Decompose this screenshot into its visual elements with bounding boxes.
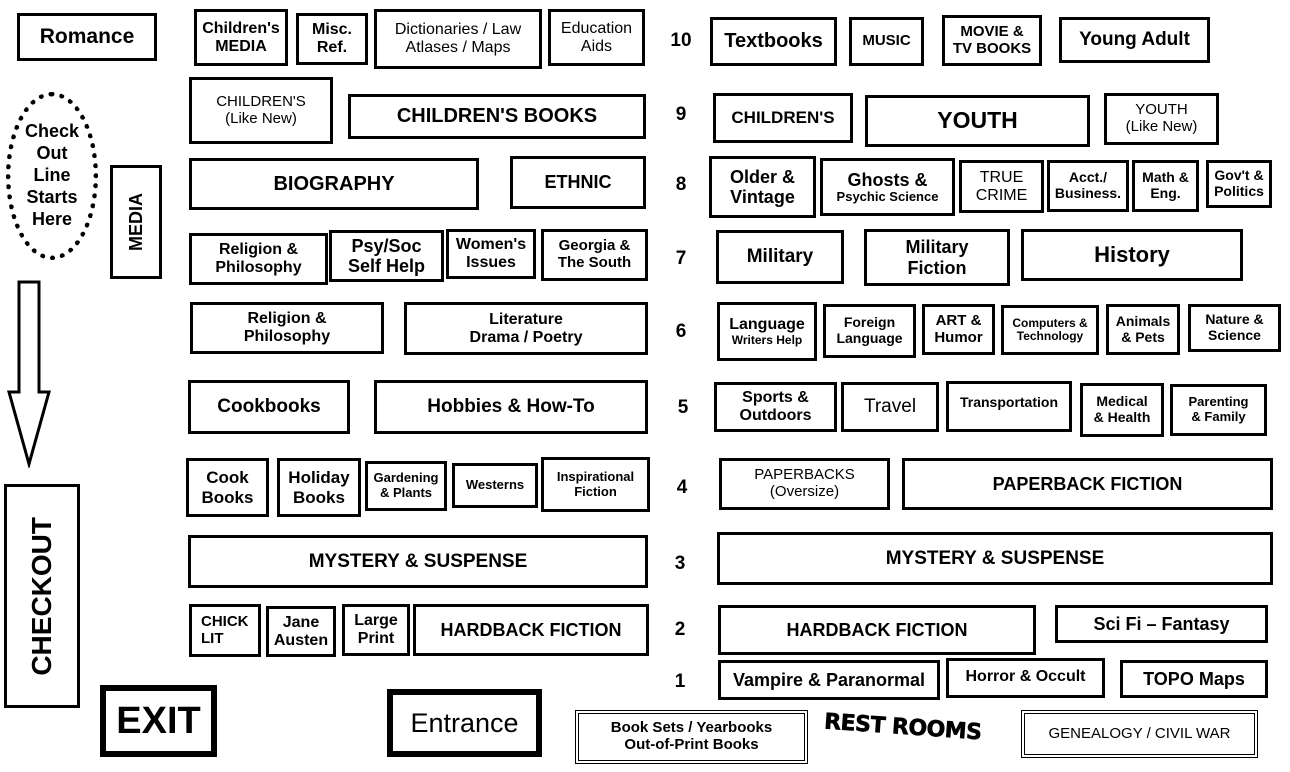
shelf-chick-lit: CHICK LIT bbox=[189, 604, 261, 657]
shelf-mystery-suspense-left: MYSTERY & SUSPENSE bbox=[188, 535, 648, 588]
media-section: MEDIA bbox=[110, 165, 162, 279]
shelf-inspirational-fiction: Inspirational Fiction bbox=[541, 457, 650, 512]
shelf-youth-like-new: YOUTH (Like New) bbox=[1104, 93, 1219, 145]
shelf-cook-books: Cook Books bbox=[186, 458, 269, 517]
row-number: 7 bbox=[675, 248, 687, 269]
row-number: 3 bbox=[674, 553, 686, 574]
shelf-govt-politics: Gov't & Politics bbox=[1206, 160, 1272, 208]
shelf-youth: YOUTH bbox=[865, 95, 1090, 147]
shelf-westerns: Westerns bbox=[452, 463, 538, 508]
shelf-computers-technology: Computers & Technology bbox=[1001, 305, 1099, 355]
shelf-hardback-fiction-right: HARDBACK FICTION bbox=[718, 605, 1036, 655]
shelf-childrens-like-new: CHILDREN'S (Like New) bbox=[189, 77, 333, 144]
shelf-military-fiction: Military Fiction bbox=[864, 229, 1010, 286]
exit-sign: EXIT bbox=[100, 685, 217, 757]
shelf-childrens-right: CHILDREN'S bbox=[713, 93, 853, 143]
shelf-womens-issues: Women's Issues bbox=[446, 229, 536, 279]
row-number: 6 bbox=[675, 321, 687, 342]
shelf-georgia-south: Georgia & The South bbox=[541, 229, 648, 281]
entrance-sign: Entrance bbox=[387, 689, 542, 757]
shelf-sports-outdoors: Sports & Outdoors bbox=[714, 382, 837, 432]
shelf-large-print: Large Print bbox=[342, 604, 410, 656]
shelf-medical-health: Medical & Health bbox=[1080, 383, 1164, 437]
shelf-holiday-books: Holiday Books bbox=[277, 458, 361, 517]
checkout-counter: CHECKOUT bbox=[4, 484, 80, 708]
shelf-foreign-language: Foreign Language bbox=[823, 304, 916, 358]
shelf-misc-ref: Misc. Ref. bbox=[296, 13, 368, 65]
shelf-horror-occult: Horror & Occult bbox=[946, 658, 1105, 698]
shelf-scifi-fantasy: Sci Fi – Fantasy bbox=[1055, 605, 1268, 643]
shelf-parenting-family: Parenting & Family bbox=[1170, 384, 1267, 436]
row-number: 4 bbox=[676, 477, 688, 498]
shelf-military: Military bbox=[716, 230, 844, 284]
rest-rooms-label: REST ROOMS bbox=[823, 709, 983, 746]
romance-section: Romance bbox=[17, 13, 157, 61]
row-number: 10 bbox=[670, 30, 692, 51]
shelf-hardback-fiction-left: HARDBACK FICTION bbox=[413, 604, 649, 656]
shelf-acct-business: Acct./ Business. bbox=[1047, 160, 1129, 212]
shelf-hobbies: Hobbies & How-To bbox=[374, 380, 648, 434]
shelf-older-vintage: Older & Vintage bbox=[709, 156, 816, 218]
shelf-true-crime: TRUE CRIME bbox=[959, 160, 1044, 213]
shelf-genealogy-civil-war: GENEALOGY / CIVIL WAR bbox=[1021, 710, 1258, 758]
shelf-writers-help-label: Writers Help bbox=[731, 332, 803, 347]
shelf-vampire-paranormal: Vampire & Paranormal bbox=[718, 660, 940, 700]
arrow-down-icon bbox=[7, 280, 51, 468]
row-number: 1 bbox=[674, 671, 686, 692]
shelf-religion-philosophy-7: Religion & Philosophy bbox=[189, 233, 328, 285]
shelf-ethnic: ETHNIC bbox=[510, 156, 646, 209]
shelf-childrens-books: CHILDREN'S BOOKS bbox=[348, 94, 646, 139]
shelf-literature: Literature Drama / Poetry bbox=[404, 302, 648, 355]
shelf-gardening: Gardening & Plants bbox=[365, 461, 447, 511]
shelf-language: Language Writers Help bbox=[717, 302, 817, 361]
shelf-topo-maps: TOPO Maps bbox=[1120, 660, 1268, 698]
shelf-textbooks: Textbooks bbox=[710, 17, 837, 66]
shelf-religion-philosophy-6: Religion & Philosophy bbox=[190, 302, 384, 354]
shelf-education-aids: Education Aids bbox=[548, 9, 645, 66]
shelf-music: MUSIC bbox=[849, 17, 924, 66]
shelf-childrens-media: Children's MEDIA bbox=[194, 9, 288, 66]
shelf-cookbooks: Cookbooks bbox=[188, 380, 350, 434]
row-number: 9 bbox=[675, 104, 687, 125]
shelf-language-label: Language bbox=[729, 315, 805, 333]
shelf-ghosts-label: Ghosts & bbox=[847, 169, 928, 190]
shelf-jane-austen: Jane Austen bbox=[266, 606, 336, 657]
row-number: 5 bbox=[677, 397, 689, 418]
shelf-paperbacks-oversize: PAPERBACKS (Oversize) bbox=[719, 458, 890, 510]
shelf-dictionaries: Dictionaries / Law Atlases / Maps bbox=[374, 9, 542, 69]
shelf-history: History bbox=[1021, 229, 1243, 281]
checkout-line-note: Check Out Line Starts Here bbox=[6, 92, 98, 260]
shelf-psy-soc: Psy/Soc Self Help bbox=[329, 230, 444, 282]
row-number: 8 bbox=[675, 174, 687, 195]
shelf-ghosts-psychic: Ghosts & Psychic Science bbox=[820, 158, 955, 216]
shelf-nature-science: Nature & Science bbox=[1188, 304, 1281, 352]
shelf-travel: Travel bbox=[841, 382, 939, 432]
shelf-movie-tv-books: MOVIE & TV BOOKS bbox=[942, 15, 1042, 66]
shelf-mystery-suspense-right: MYSTERY & SUSPENSE bbox=[717, 532, 1273, 585]
shelf-art-humor: ART & Humor bbox=[922, 304, 995, 355]
shelf-animals-pets: Animals & Pets bbox=[1106, 304, 1180, 355]
shelf-psychic-science-label: Psychic Science bbox=[836, 188, 939, 204]
shelf-young-adult: Young Adult bbox=[1059, 17, 1210, 63]
shelf-book-sets: Book Sets / Yearbooks Out-of-Print Books bbox=[575, 710, 808, 764]
shelf-math-eng: Math & Eng. bbox=[1132, 160, 1199, 212]
row-number: 2 bbox=[674, 619, 686, 640]
shelf-paperback-fiction: PAPERBACK FICTION bbox=[902, 458, 1273, 510]
shelf-biography: BIOGRAPHY bbox=[189, 158, 479, 210]
shelf-transportation: Transportation bbox=[946, 381, 1072, 432]
